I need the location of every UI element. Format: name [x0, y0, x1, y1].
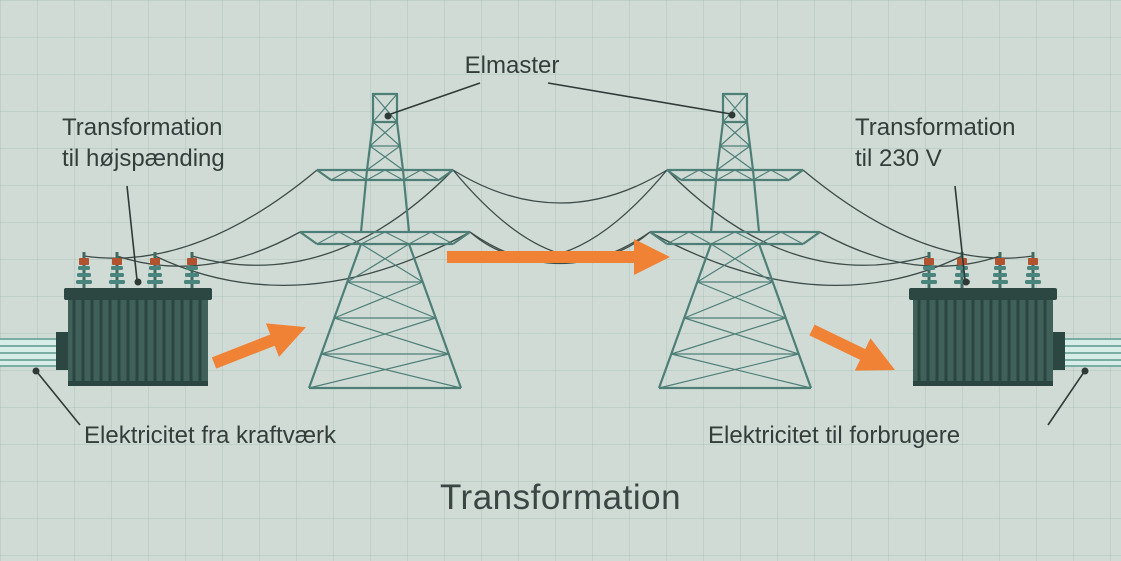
- pointer-left-transformer: [126, 185, 138, 281]
- diagram-title: Transformation: [439, 478, 682, 517]
- flow-arrow-down-to-consumers: [809, 324, 896, 371]
- label-left-transformer: Transformation til højspænding: [62, 112, 225, 174]
- wire: [154, 231, 471, 287]
- wire: [649, 231, 963, 287]
- right-pylon: [648, 92, 822, 390]
- wire: [802, 169, 1034, 259]
- callout-dots: [32, 111, 1089, 375]
- flow-arrow-up-to-grid: [211, 323, 306, 369]
- right-cables: [1061, 338, 1121, 367]
- label-right-transformer: Transformation til 230 V: [855, 112, 1016, 174]
- wire: [191, 169, 454, 266]
- wire: [666, 169, 930, 266]
- left-pylon: [298, 92, 472, 390]
- wire: [116, 231, 301, 267]
- wire: [469, 169, 668, 259]
- wire: [819, 231, 1001, 267]
- label-electricity-source: Elektricitet fra kraftværk: [84, 422, 337, 449]
- right-transformer: [909, 252, 1065, 386]
- left-transformer: [56, 252, 212, 386]
- transformer-bushings: [921, 252, 1041, 290]
- transformer-bushings: [76, 252, 200, 290]
- wire: [452, 169, 668, 204]
- pointer-right-transformer: [954, 185, 966, 281]
- power-lines: [83, 169, 1034, 287]
- label-left-transformer-line1: Transformation: [62, 114, 223, 141]
- label-right-transformer-line2: til 230 V: [855, 145, 942, 172]
- pointer-elmaster-right: [547, 82, 732, 115]
- wire: [469, 231, 651, 265]
- pointer-elmaster-left: [387, 82, 481, 116]
- label-electricity-consumers: Elektricitet til forbrugere: [708, 422, 961, 449]
- label-elmaster: Elmaster: [464, 52, 560, 79]
- label-right-transformer-line1: Transformation: [855, 114, 1016, 141]
- callout-pointers: [36, 82, 1085, 426]
- wire: [452, 169, 651, 259]
- left-cables: [0, 338, 60, 367]
- wire: [83, 169, 318, 259]
- label-left-transformer-line2: til højspænding: [62, 145, 225, 172]
- pointer-right-cable: [1047, 371, 1085, 426]
- pointer-left-cable: [36, 371, 81, 426]
